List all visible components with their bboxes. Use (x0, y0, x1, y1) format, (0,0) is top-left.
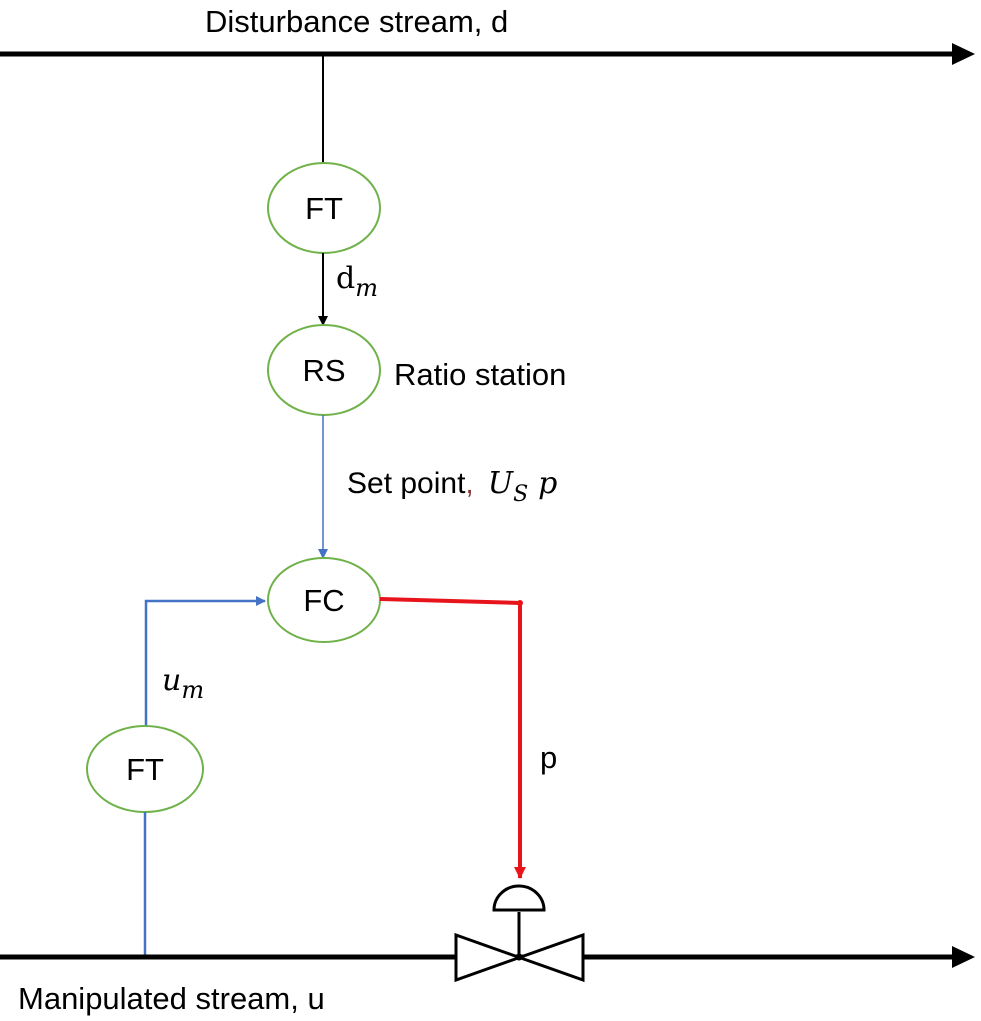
um-signal-line (144, 596, 266, 727)
controller-output-corner (517, 600, 523, 606)
flow-transmitter-bottom-label: FT (126, 752, 164, 787)
flow-transmitter-top-label: FT (305, 191, 343, 226)
flow-controller-label: FC (303, 583, 344, 618)
um-signal-label: um (162, 663, 204, 704)
control-valve-icon (454, 884, 585, 983)
ratio-station-label: Ratio station (394, 357, 566, 392)
ratio-station-node-label: RS (302, 353, 345, 388)
dm-signal-label: dm (336, 261, 378, 302)
manipulated-stream-label: Manipulated stream, u (18, 981, 325, 1016)
controller-output-label: p (540, 740, 557, 775)
manipulated-stream-arrowhead (952, 946, 975, 968)
ratio-station-node (267, 324, 381, 416)
disturbance-stream-label: Disturbance stream, d (205, 4, 508, 39)
disturbance-stream-arrowhead (952, 43, 975, 65)
controller-output-line (379, 597, 526, 879)
